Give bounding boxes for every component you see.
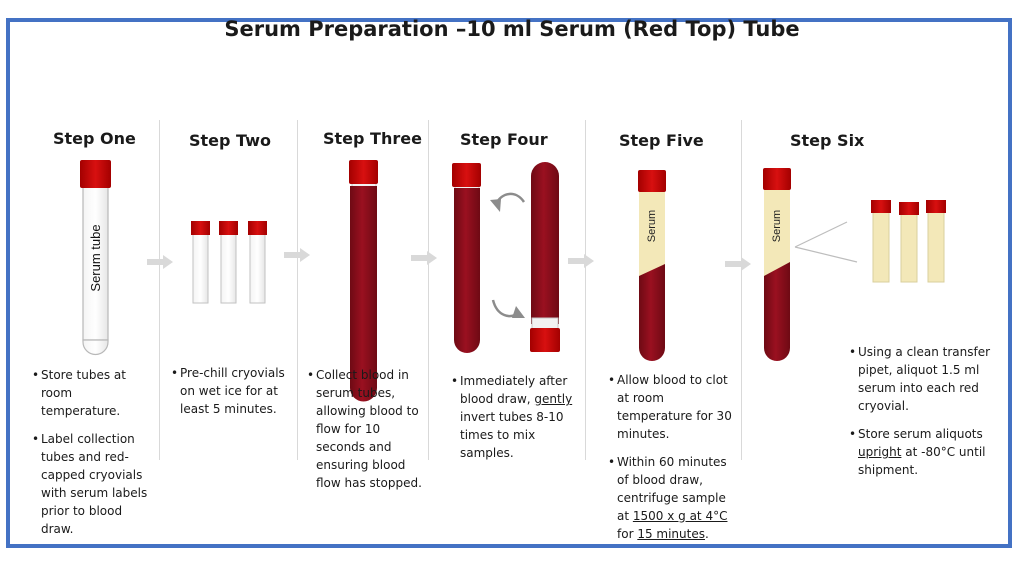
serum-tube-label: Serum tube <box>88 224 103 291</box>
blood-filled-tube <box>349 160 378 402</box>
step-six-bullet-1: Using a clean transfer pipet, aliquot 1.… <box>849 343 998 415</box>
upright-blood-tube <box>452 163 481 353</box>
empty-serum-tube: Serum tube <box>80 160 111 356</box>
divider <box>159 120 160 460</box>
step-four-bullet-1: Immediately after blood draw, gently inv… <box>451 372 580 462</box>
step-five-heading: Step Five <box>619 131 704 150</box>
process-arrow <box>568 254 594 268</box>
centrifuged-serum-tube: Serum <box>763 168 791 361</box>
step-five-bullet-1: Allow blood to clot at room temperature … <box>608 371 737 443</box>
step-one-text: Store tubes at room temperature. Label c… <box>31 366 151 548</box>
step-one-bullet-2: Label collection tubes and red-capped cr… <box>32 430 151 538</box>
divider <box>585 120 586 460</box>
divider <box>428 120 429 460</box>
serum-aliquot-cryovials <box>871 200 946 283</box>
process-arrow <box>147 255 173 269</box>
divider <box>741 120 742 460</box>
serum-layer-label: Serum <box>646 210 658 242</box>
step-five-bullet-2: Within 60 minutes of blood draw, centrif… <box>608 453 737 543</box>
process-arrow <box>411 251 437 265</box>
step-three-text: Collect blood in serum tubes, allowing b… <box>306 366 424 502</box>
page-title: Serum Preparation –10 ml Serum (Red Top)… <box>224 17 800 41</box>
step-three-heading: Step Three <box>323 129 422 148</box>
process-arrow <box>284 248 310 262</box>
step-two-heading: Step Two <box>189 131 271 150</box>
step-one-heading: Step One <box>53 129 136 148</box>
pipet-lines <box>794 221 858 263</box>
inverted-blood-tube <box>530 162 560 352</box>
step-six-bullet-2: Store serum aliquots upright at -80°C un… <box>849 425 998 479</box>
process-arrow <box>725 257 751 271</box>
cryovials <box>191 221 267 304</box>
divider <box>297 120 298 460</box>
step-six-heading: Step Six <box>790 131 865 150</box>
centrifuged-serum-tube: Serum <box>638 170 666 361</box>
step-four-heading: Step Four <box>460 130 548 149</box>
serum-layer-label: Serum <box>771 210 783 242</box>
rotate-arrow-icon <box>490 192 526 318</box>
step-four-text: Immediately after blood draw, gently inv… <box>450 372 580 472</box>
step-five-text: Allow blood to clot at room temperature … <box>607 371 737 553</box>
step-one-bullet-1: Store tubes at room temperature. <box>32 366 151 420</box>
step-three-bullet-1: Collect blood in serum tubes, allowing b… <box>307 366 424 492</box>
step-two-bullet-1: Pre-chill cryovials on wet ice for at le… <box>171 364 290 418</box>
step-two-text: Pre-chill cryovials on wet ice for at le… <box>170 364 290 428</box>
step-six-text: Using a clean transfer pipet, aliquot 1.… <box>848 343 998 489</box>
